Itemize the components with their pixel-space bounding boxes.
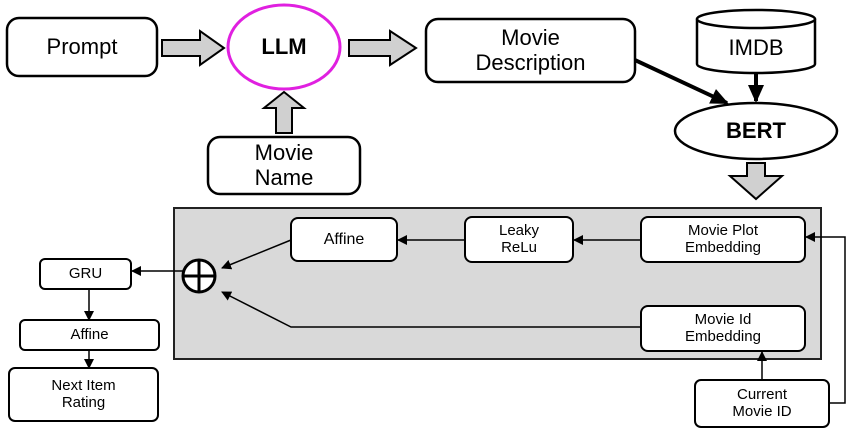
movie-name-label: Movie Name	[208, 137, 360, 194]
current-id-to-plot-embedding-arrow	[805, 232, 846, 404]
movie-description-box	[424, 17, 637, 84]
movie-id-embedding-line-2: Embedding	[685, 327, 761, 345]
movie-name-line-1: Movie	[254, 139, 314, 165]
bert-to-module-block-arrow	[727, 162, 785, 201]
moviename-to-llm-block-arrow	[261, 90, 307, 134]
movie-id-embedding-label: Movie Id Embedding	[641, 306, 805, 351]
next-item-rating-line-2: Rating	[61, 393, 106, 411]
affine-top-label: Affine	[323, 230, 365, 248]
prompt-box	[5, 16, 159, 78]
llm-node	[226, 3, 342, 91]
movie-description-line-1: Movie	[501, 24, 560, 50]
gru-box	[39, 258, 132, 290]
bert-node	[673, 101, 839, 161]
leaky-relu-line-2: ReLu	[501, 238, 537, 256]
movie-id-embedding-line-1: Movie Id	[694, 310, 752, 328]
id-embedding-to-sum-arrow	[221, 291, 641, 328]
affine-to-sum-arrow	[221, 239, 292, 270]
circled-plus-icon	[181, 258, 217, 294]
movie-description-line-2: Description	[475, 49, 586, 75]
current-movie-id-label: Current Movie ID	[695, 380, 829, 427]
movie-plot-embedding-label: Movie Plot Embedding	[641, 217, 805, 262]
gru-label: GRU	[68, 264, 103, 282]
next-item-rating-box	[8, 367, 159, 422]
imdb-label: IMDB	[728, 34, 784, 60]
leaky-relu-line-1: Leaky	[498, 221, 540, 239]
movie-plot-embedding-line-2: Embedding	[685, 238, 761, 256]
prompt-label: Prompt	[46, 33, 118, 59]
imdb-database-icon	[695, 8, 817, 75]
description-to-bert-arrow	[634, 58, 729, 105]
prompt-to-llm-block-arrow	[161, 29, 226, 67]
leaky-relu-label: Leaky ReLu	[465, 217, 573, 262]
movie-name-line-2: Name	[254, 164, 314, 190]
current-movie-id-line-2: Movie ID	[732, 402, 792, 420]
movie-description-label: Movie Description	[426, 19, 635, 82]
affine-bottom-label: Affine	[70, 325, 109, 343]
current-movie-id-line-1: Current	[736, 385, 788, 403]
movie-name-box	[206, 135, 362, 196]
bert-label: BERT	[726, 117, 786, 143]
llm-to-description-block-arrow	[348, 29, 418, 67]
movie-id-embedding-box	[640, 305, 806, 352]
llm-label: LLM	[261, 33, 307, 59]
next-item-rating-line-1: Next Item	[51, 376, 116, 394]
movie-plot-embedding-line-1: Movie Plot	[687, 221, 759, 239]
next-item-rating-label: Next Item Rating	[9, 368, 158, 421]
